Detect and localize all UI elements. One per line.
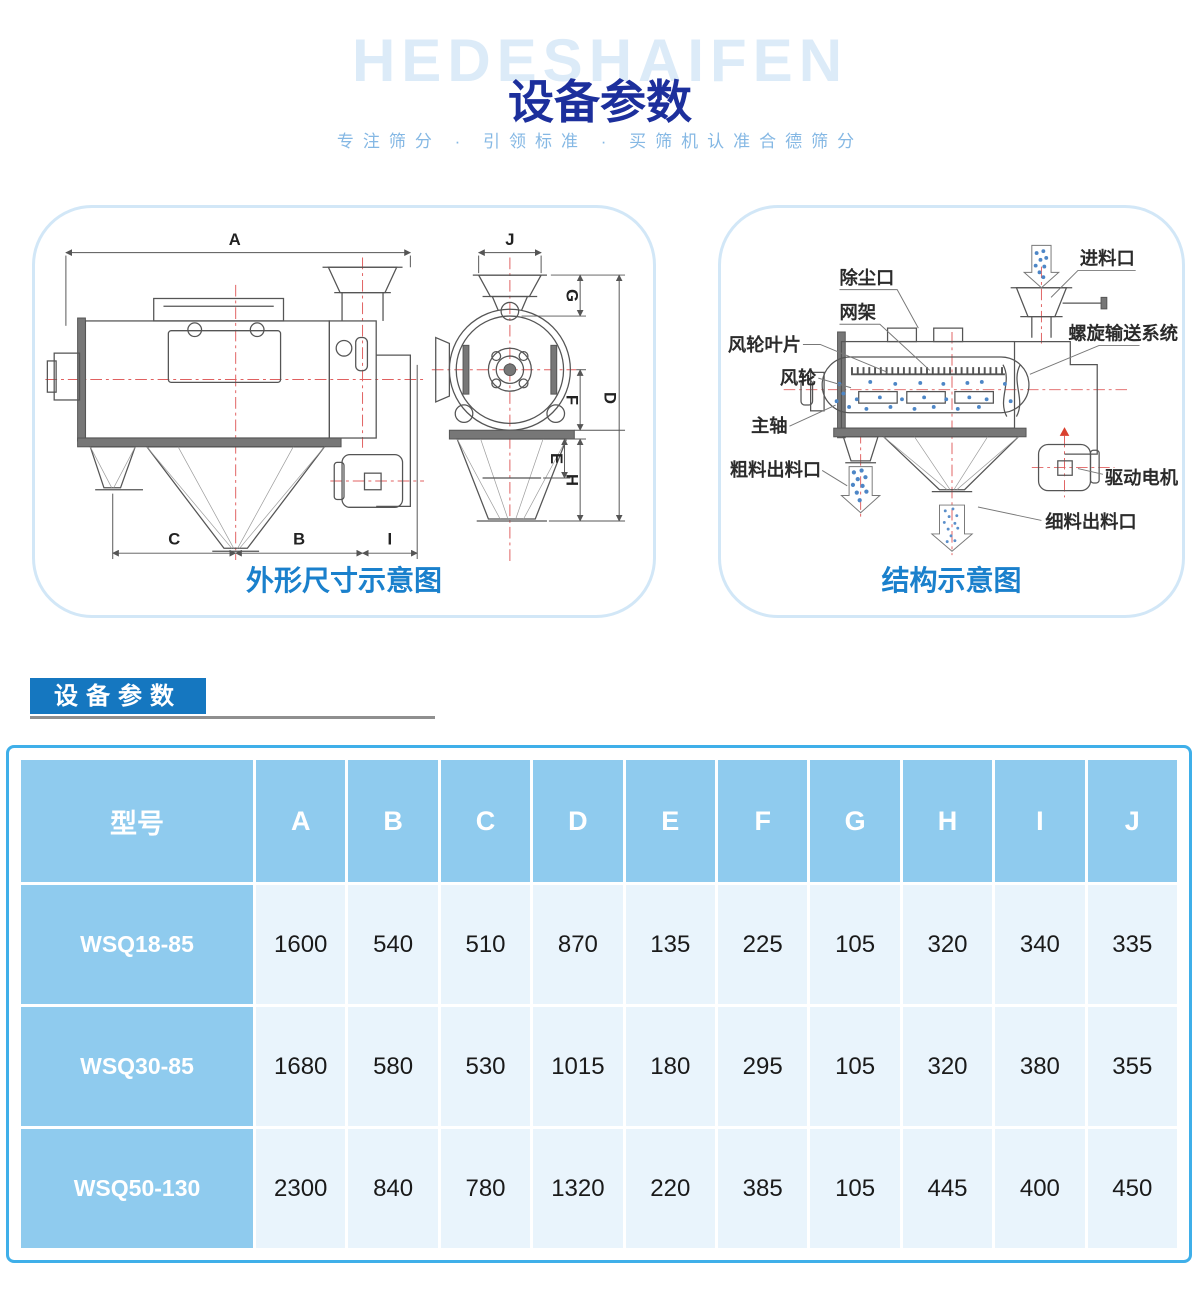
structure-labels: 风轮叶片 除尘口 网架 进料口 螺旋输送系统 风轮 主轴 粗料出料口 驱动电机 … bbox=[727, 248, 1177, 533]
value-cell: 340 bbox=[995, 885, 1085, 1004]
dimension-drawing: A J C B I G F E H D bbox=[45, 230, 626, 564]
dim-label-e: E bbox=[547, 453, 566, 464]
page-subtitle: 专注筛分 · 引领标准 · 买筛机认准合德筛分 bbox=[336, 132, 864, 151]
leader-lines bbox=[788, 269, 1140, 521]
model-cell: WSQ30-85 bbox=[21, 1007, 253, 1126]
value-cell: 180 bbox=[625, 1007, 715, 1126]
value-cell: 2300 bbox=[256, 1129, 346, 1248]
value-cell: 445 bbox=[902, 1129, 993, 1248]
parameter-table: 型号 A B C D E F G H I J WSQ18-85 1600 540… bbox=[21, 760, 1177, 1248]
particle-arrows bbox=[834, 244, 1060, 552]
dim-label-j: J bbox=[505, 230, 514, 249]
col-header-c: C bbox=[440, 760, 531, 882]
value-cell: 530 bbox=[440, 1007, 531, 1126]
value-cell: 135 bbox=[625, 885, 715, 1004]
value-cell: 1600 bbox=[256, 885, 346, 1004]
label-fan-wheel: 风轮 bbox=[779, 367, 816, 388]
col-header-e: E bbox=[625, 760, 715, 882]
value-cell: 105 bbox=[810, 885, 900, 1004]
value-cell: 335 bbox=[1087, 885, 1177, 1004]
value-cell: 320 bbox=[902, 885, 993, 1004]
value-cell: 780 bbox=[440, 1129, 531, 1248]
col-header-d: D bbox=[533, 760, 623, 882]
value-cell: 380 bbox=[995, 1007, 1085, 1126]
dim-label-g: G bbox=[562, 289, 581, 302]
structure-drawing: 风轮叶片 除尘口 网架 进料口 螺旋输送系统 风轮 主轴 粗料出料口 驱动电机 … bbox=[727, 244, 1178, 556]
col-header-h: H bbox=[902, 760, 993, 882]
end-view bbox=[435, 274, 575, 522]
value-cell: 510 bbox=[440, 885, 531, 1004]
value-cell: 105 bbox=[810, 1007, 900, 1126]
value-cell: 225 bbox=[718, 885, 808, 1004]
col-header-i: I bbox=[995, 760, 1085, 882]
dimension-lines: A J C B I G F E H D bbox=[65, 230, 626, 560]
model-cell: WSQ18-85 bbox=[21, 885, 253, 1004]
dim-label-i: I bbox=[388, 529, 393, 548]
dim-label-f: F bbox=[562, 395, 581, 405]
value-cell: 400 bbox=[995, 1129, 1085, 1248]
value-cell: 355 bbox=[1087, 1007, 1177, 1126]
label-drive-motor: 驱动电机 bbox=[1104, 467, 1177, 488]
col-header-g: G bbox=[810, 760, 900, 882]
model-cell: WSQ50-130 bbox=[21, 1129, 253, 1248]
value-cell: 220 bbox=[625, 1129, 715, 1248]
dim-label-c: C bbox=[168, 529, 180, 548]
label-fine-outlet: 细料出料口 bbox=[1045, 511, 1136, 532]
centerlines bbox=[45, 257, 577, 564]
section-title-badge: 设备参数 bbox=[30, 678, 206, 714]
structure-caption: 结构示意图 bbox=[881, 565, 1022, 596]
label-main-shaft: 主轴 bbox=[751, 415, 788, 436]
dim-label-d: D bbox=[601, 392, 620, 404]
value-cell: 295 bbox=[718, 1007, 808, 1126]
brand-watermark: HEDESHAIFEN bbox=[351, 27, 849, 94]
label-screw-system: 螺旋输送系统 bbox=[1068, 323, 1178, 344]
value-cell: 540 bbox=[348, 885, 438, 1004]
value-cell: 1680 bbox=[256, 1007, 346, 1126]
dim-label-a: A bbox=[229, 230, 241, 249]
label-coarse-outlet: 粗料出料口 bbox=[729, 459, 820, 480]
label-fan-blades: 风轮叶片 bbox=[727, 334, 800, 355]
side-view bbox=[46, 266, 411, 552]
value-cell: 1320 bbox=[533, 1129, 623, 1248]
value-cell: 580 bbox=[348, 1007, 438, 1126]
dim-label-b: B bbox=[293, 529, 305, 548]
dimension-caption: 外形尺寸示意图 bbox=[245, 565, 442, 596]
label-mesh-frame: 网架 bbox=[839, 302, 876, 323]
label-dust-port: 除尘口 bbox=[839, 267, 894, 288]
dimension-diagram-card: A J C B I G F E H D 外形尺寸示意图 bbox=[32, 205, 656, 618]
col-header-a: A bbox=[256, 760, 346, 882]
col-header-f: F bbox=[718, 760, 808, 882]
value-cell: 870 bbox=[533, 885, 623, 1004]
col-header-b: B bbox=[348, 760, 438, 882]
dim-label-h: H bbox=[562, 474, 581, 486]
page-title: 设备参数 bbox=[508, 76, 692, 128]
value-cell: 320 bbox=[902, 1007, 993, 1126]
value-cell: 385 bbox=[718, 1129, 808, 1248]
col-header-model: 型号 bbox=[21, 760, 253, 882]
value-cell: 450 bbox=[1087, 1129, 1177, 1248]
parameter-table-container: 型号 A B C D E F G H I J WSQ18-85 1600 540… bbox=[6, 745, 1192, 1263]
label-feed-inlet: 进料口 bbox=[1079, 248, 1134, 269]
col-header-j: J bbox=[1087, 760, 1177, 882]
value-cell: 1015 bbox=[533, 1007, 623, 1126]
section-divider bbox=[30, 716, 435, 719]
structure-diagram-card: 风轮叶片 除尘口 网架 进料口 螺旋输送系统 风轮 主轴 粗料出料口 驱动电机 … bbox=[718, 205, 1185, 618]
value-cell: 840 bbox=[348, 1129, 438, 1248]
value-cell: 105 bbox=[810, 1129, 900, 1248]
